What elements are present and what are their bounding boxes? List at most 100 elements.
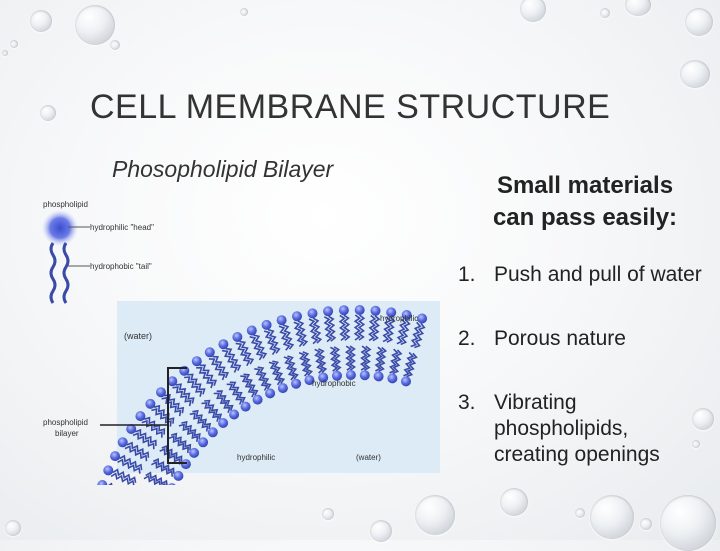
right-heading: Small materials can pass easily: [470, 170, 700, 234]
hydrophilic-bottom-label: hydrophilic [237, 453, 275, 462]
lipid-tail [282, 324, 295, 350]
lipid-head [354, 305, 365, 315]
lipid-tail [178, 423, 199, 443]
lipid-tail [187, 373, 206, 395]
lipid-head [229, 409, 240, 420]
lipid-tail [357, 314, 366, 341]
lipid-head [135, 411, 146, 422]
lipid-head [370, 305, 381, 316]
lipid-head [246, 325, 257, 336]
lipid-head [417, 313, 428, 324]
list-item-text: Vibrating phospholipids, creating openin… [494, 391, 660, 466]
lipid-head [110, 451, 121, 462]
lipid-head [240, 401, 251, 412]
lipid-tail [108, 482, 118, 485]
list-item-text: Porous nature [494, 327, 626, 350]
lipid-head [386, 307, 397, 318]
lipid-tail [333, 346, 342, 372]
lipid-tail [175, 383, 195, 404]
water-bottom-label: (water) [356, 453, 381, 462]
lipid-head [323, 306, 334, 317]
water-drop [590, 495, 634, 539]
lipid-tail [410, 321, 422, 348]
diagram-subtitle: Phosopholipid Bilayer [112, 156, 334, 182]
lipid-tail [151, 461, 173, 477]
lipid-tail [159, 447, 181, 465]
lipid-head [401, 310, 412, 320]
lipid-tail [253, 334, 268, 359]
hydrophilic-top-label: hydrophilic [380, 314, 418, 323]
lipid-tail [363, 345, 372, 371]
lipid-tail [268, 361, 282, 386]
lipid-tail [151, 408, 172, 427]
phospholipid-head [42, 210, 78, 246]
lipid-head [232, 332, 243, 342]
lipid-tail [117, 458, 141, 474]
lipid-tail [396, 318, 407, 345]
lipid-tail [226, 383, 243, 405]
lipid-tail [374, 346, 384, 372]
lipid-head [292, 311, 302, 322]
lipid-head [307, 308, 318, 319]
phospholipid-label: phospholipid [43, 200, 88, 209]
lipid-head [252, 394, 263, 405]
lipid-tail [184, 376, 203, 397]
water-drop [575, 508, 585, 518]
lipid-tail [240, 375, 256, 398]
lipid-tail [308, 318, 319, 345]
bilayer-label-line2: bilayer [55, 429, 79, 438]
lipid-tail [263, 330, 277, 356]
lipid-tail [386, 316, 396, 343]
lipid-head [304, 375, 315, 386]
lipid-tail [216, 390, 234, 411]
lipid-head [338, 305, 349, 316]
lipid-tail [353, 314, 361, 341]
lipid-head [103, 465, 114, 476]
lipid-tail [229, 381, 246, 404]
water-drop [685, 8, 713, 36]
lipid-tail [112, 468, 137, 483]
lipid-head [145, 398, 156, 409]
lipid-head [191, 356, 202, 367]
lipid-head [167, 376, 178, 387]
lipid-tail [368, 314, 377, 342]
lipid-tail [329, 346, 339, 372]
lipid-tail [278, 325, 291, 351]
lipid-tail [344, 345, 353, 371]
water-drop [322, 508, 334, 520]
lipid-tail [168, 435, 190, 453]
lipid-tail [192, 409, 212, 430]
lipid-tail [161, 444, 183, 462]
lipid-tail [124, 445, 148, 462]
lipid-tail [119, 454, 143, 471]
lipid-tail [338, 314, 347, 342]
phospholipid-tail [62, 242, 70, 304]
lipid-head [207, 427, 218, 438]
lipid-head [117, 437, 128, 448]
list-item-number: 3. [458, 391, 476, 414]
lipid-head [189, 447, 200, 458]
bilayer-label-line1: phospholipid [43, 418, 88, 427]
lipid-tail [235, 342, 251, 367]
lipid-head [401, 376, 411, 387]
water-drop [110, 40, 120, 50]
lipid-head [173, 470, 184, 481]
lipid-head [198, 437, 209, 448]
lipid-tail [323, 316, 333, 343]
list-item: 2. Porous nature [458, 326, 708, 352]
right-heading-line2: can pass easily: [492, 204, 678, 231]
lipid-head [359, 370, 370, 381]
lipid-tail [243, 373, 259, 396]
lipid-head [291, 378, 302, 389]
lipid-tail [400, 319, 411, 346]
lipid-tail [403, 351, 415, 377]
lipid-tail [392, 349, 403, 375]
lipid-tail [164, 393, 185, 414]
lipid-head [276, 315, 287, 326]
water-drop [415, 495, 455, 535]
lipid-tail [254, 368, 269, 391]
slide-title: CELL MEMBRANE STRUCTURE [90, 88, 611, 126]
phospholipid-bilayer-diagram: phospholipid hydrophilic "head" hydropho… [42, 200, 440, 485]
water-drop [625, 0, 651, 16]
lipid-head [261, 319, 272, 330]
